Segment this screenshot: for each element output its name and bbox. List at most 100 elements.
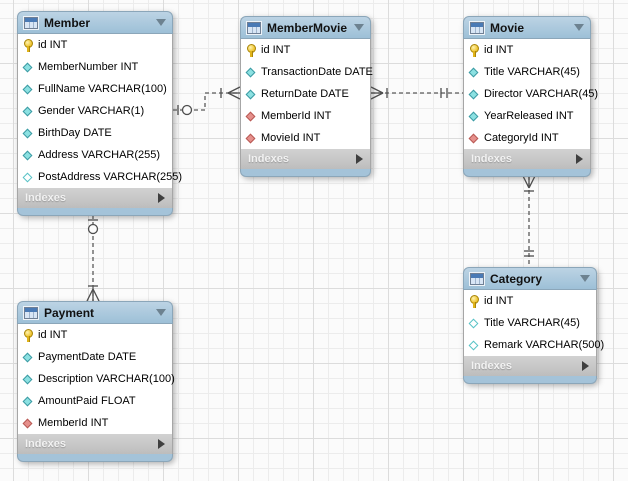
column-row[interactable]: FullName VARCHAR(100): [18, 78, 172, 100]
column-row[interactable]: id INT: [241, 39, 370, 61]
expand-arrow-icon: [158, 439, 165, 449]
table-header[interactable]: Member: [17, 11, 173, 34]
table-Member[interactable]: Member id INT MemberNumber INT FullName …: [17, 11, 173, 216]
column-label: TransactionDate DATE: [261, 66, 373, 78]
column-label: MovieId INT: [261, 132, 320, 144]
indexes-bar[interactable]: Indexes: [463, 149, 591, 169]
column-row[interactable]: id INT: [464, 290, 596, 312]
column-row[interactable]: CategoryId INT: [464, 127, 590, 149]
column-row[interactable]: AmountPaid FLOAT: [18, 390, 172, 412]
table-name: Member: [44, 16, 90, 30]
nullable-diamond-icon: [469, 340, 479, 350]
column-row[interactable]: Description VARCHAR(100): [18, 368, 172, 390]
column-label: Director VARCHAR(45): [484, 88, 598, 100]
table-MemberMovie[interactable]: MemberMovie id INT TransactionDate DATE …: [240, 16, 371, 177]
column-diamond-icon: [469, 67, 479, 77]
table-header[interactable]: Category: [463, 267, 597, 290]
column-diamond-icon: [23, 84, 33, 94]
column-diamond-icon: [23, 128, 33, 138]
column-label: PaymentDate DATE: [38, 351, 136, 363]
table-header[interactable]: Payment: [17, 301, 173, 324]
column-row[interactable]: Address VARCHAR(255): [18, 144, 172, 166]
column-diamond-icon: [469, 89, 479, 99]
column-label: MemberNumber INT: [38, 61, 138, 73]
table-name: Category: [490, 272, 542, 286]
column-row[interactable]: id INT: [18, 324, 172, 346]
column-diamond-icon: [469, 111, 479, 121]
column-row[interactable]: Title VARCHAR(45): [464, 312, 596, 334]
expand-arrow-icon: [356, 154, 363, 164]
column-label: BirthDay DATE: [38, 127, 112, 139]
foreign-key-diamond-icon: [469, 133, 479, 143]
column-label: id INT: [484, 295, 513, 307]
collapse-arrow-icon[interactable]: [580, 275, 590, 282]
table-grid-icon: [24, 307, 38, 319]
indexes-bar[interactable]: Indexes: [17, 188, 173, 208]
relationship-Member-Payment[interactable]: [87, 215, 99, 301]
indexes-label: Indexes: [248, 153, 289, 165]
column-row[interactable]: PostAddress VARCHAR(255): [18, 166, 172, 188]
column-label: FullName VARCHAR(100): [38, 83, 167, 95]
relationship-Movie-Category[interactable]: [523, 176, 535, 267]
relationship-Member-MemberMovie[interactable]: [173, 87, 240, 115]
primary-key-icon: [469, 295, 478, 308]
column-row[interactable]: Gender VARCHAR(1): [18, 100, 172, 122]
column-label: MemberId INT: [38, 417, 108, 429]
column-list: id INT TransactionDate DATE ReturnDate D…: [240, 39, 371, 149]
collapse-arrow-icon[interactable]: [354, 24, 364, 31]
column-row[interactable]: Title VARCHAR(45): [464, 61, 590, 83]
collapse-arrow-icon[interactable]: [156, 309, 166, 316]
table-Movie[interactable]: Movie id INT Title VARCHAR(45) Director …: [463, 16, 591, 177]
table-bottom-strip: [17, 208, 173, 216]
column-label: Title VARCHAR(45): [484, 317, 580, 329]
foreign-key-diamond-icon: [246, 133, 256, 143]
column-label: id INT: [38, 39, 67, 51]
indexes-bar[interactable]: Indexes: [240, 149, 371, 169]
column-label: id INT: [38, 329, 67, 341]
column-row[interactable]: Director VARCHAR(45): [464, 83, 590, 105]
column-row[interactable]: YearReleased INT: [464, 105, 590, 127]
column-diamond-icon: [23, 396, 33, 406]
expand-arrow-icon: [158, 193, 165, 203]
table-name: Payment: [44, 306, 94, 320]
column-row[interactable]: PaymentDate DATE: [18, 346, 172, 368]
primary-key-icon: [23, 329, 32, 342]
collapse-arrow-icon[interactable]: [574, 24, 584, 31]
column-diamond-icon: [246, 89, 256, 99]
table-name: Movie: [490, 21, 524, 35]
column-label: CategoryId INT: [484, 132, 559, 144]
table-bottom-strip: [463, 169, 591, 177]
column-diamond-icon: [23, 374, 33, 384]
indexes-bar[interactable]: Indexes: [463, 356, 597, 376]
indexes-bar[interactable]: Indexes: [17, 434, 173, 454]
column-list: id INT PaymentDate DATE Description VARC…: [17, 324, 173, 434]
table-grid-icon: [470, 22, 484, 34]
table-grid-icon: [470, 273, 484, 285]
column-row[interactable]: TransactionDate DATE: [241, 61, 370, 83]
column-row[interactable]: Remark VARCHAR(500): [464, 334, 596, 356]
table-header[interactable]: MemberMovie: [240, 16, 371, 39]
column-row[interactable]: BirthDay DATE: [18, 122, 172, 144]
column-row[interactable]: ReturnDate DATE: [241, 83, 370, 105]
column-label: AmountPaid FLOAT: [38, 395, 136, 407]
column-row[interactable]: id INT: [18, 34, 172, 56]
table-bottom-strip: [463, 376, 597, 384]
column-row[interactable]: MovieId INT: [241, 127, 370, 149]
column-label: Description VARCHAR(100): [38, 373, 175, 385]
table-Category[interactable]: Category id INT Title VARCHAR(45) Remark…: [463, 267, 597, 384]
column-row[interactable]: MemberNumber INT: [18, 56, 172, 78]
column-label: Remark VARCHAR(500): [484, 339, 604, 351]
table-bottom-strip: [240, 169, 371, 177]
column-list: id INT Title VARCHAR(45) Remark VARCHAR(…: [463, 290, 597, 356]
relationship-MemberMovie-Movie[interactable]: [371, 87, 463, 99]
table-header[interactable]: Movie: [463, 16, 591, 39]
table-grid-icon: [247, 22, 261, 34]
foreign-key-diamond-icon: [23, 418, 33, 428]
column-row[interactable]: id INT: [464, 39, 590, 61]
column-label: id INT: [261, 44, 290, 56]
column-row[interactable]: MemberId INT: [241, 105, 370, 127]
column-row[interactable]: MemberId INT: [18, 412, 172, 434]
table-Payment[interactable]: Payment id INT PaymentDate DATE Descript…: [17, 301, 173, 462]
collapse-arrow-icon[interactable]: [156, 19, 166, 26]
